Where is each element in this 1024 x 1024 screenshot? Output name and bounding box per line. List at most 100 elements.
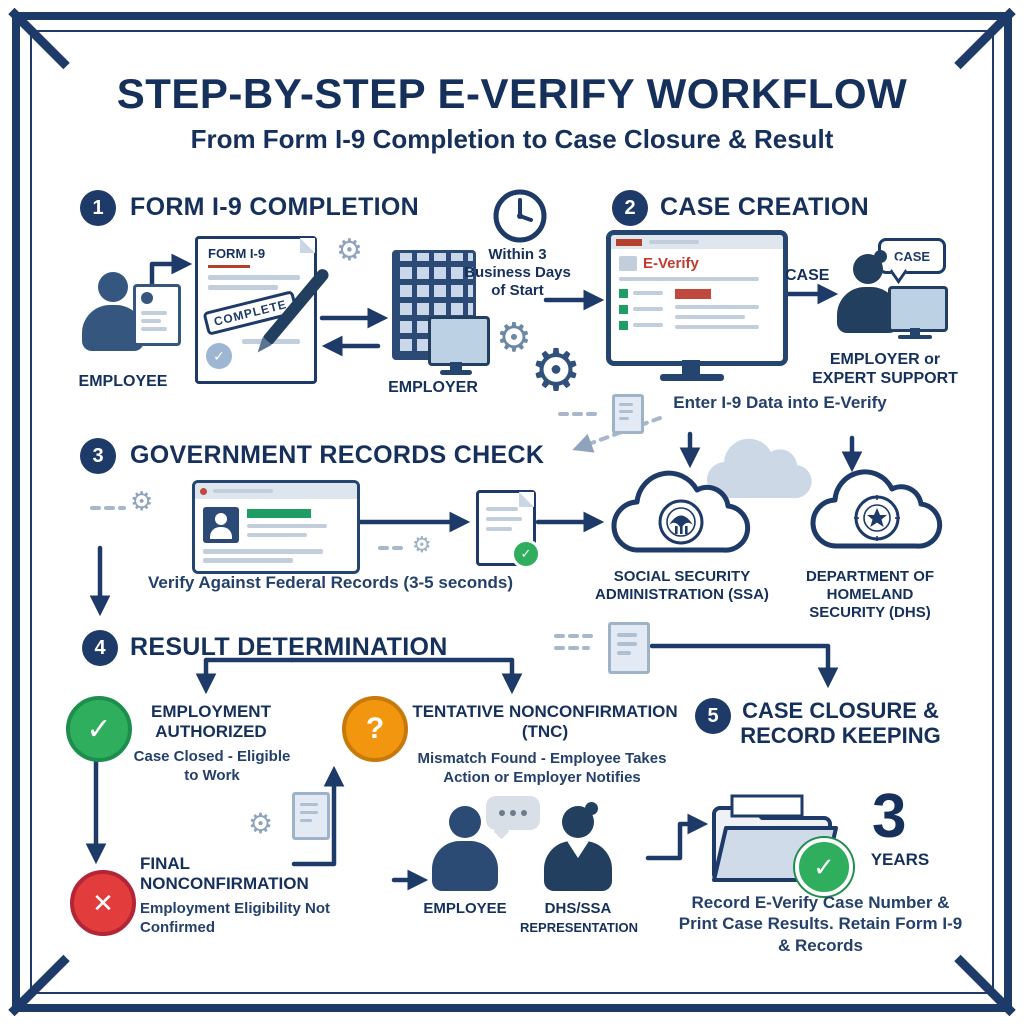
actor-label: EMPLOYER or EXPERT SUPPORT [812,351,958,388]
inner-frame [30,30,994,994]
dhs-ssa-rep-icon [542,802,614,891]
monitor-stand [910,328,920,335]
retention-years-label: YEARS [870,850,930,869]
question-icon: ? [365,712,385,745]
form-i9-document: FORM I-9 COMPLETE ✓ [195,236,317,384]
check-icon: ✓ [813,851,835,882]
tnc-employee-icon [430,806,500,891]
page-subtitle: From Form I-9 Completion to Case Closure… [190,124,834,154]
final-nc-title: FINAL NONCONFIRMATION [140,854,309,894]
authorized-desc: Case Closed - Eligible to Work [133,748,291,784]
check-icon: ✓ [86,712,112,746]
final-nc-desc: Employment Eligibility Not Confirmed [140,900,331,936]
ssa-label: SOCIAL SECURITY ADMINISTRATION (SSA) [595,568,769,603]
monitor-base [898,335,932,339]
id-card-icon [133,284,181,346]
person-head [98,272,128,302]
dot [521,810,527,816]
form-check-badge: ✓ [206,343,232,369]
dhs-cloud-icon [810,469,943,549]
checklist-square [619,289,628,298]
avatar-body [210,527,232,539]
person-head [562,802,598,838]
page-title: STEP-BY-STEP E-VERIFY WORKFLOW [116,70,908,117]
doc-check-badge: ✓ [511,539,541,569]
person-body [432,841,498,891]
step5-title: CASE CLOSURE & RECORD KEEPING [740,698,941,749]
step3-badge: 3 [80,438,116,474]
rep-label-line1: DHS/SSA [544,900,612,917]
everify-monitor: E-Verify [606,230,788,366]
gear-icon: ⚙ [412,532,432,557]
tnc-desc: Mismatch Found - Employee Takes Action o… [417,750,667,786]
check-icon: ✓ [520,546,532,561]
browser-toolbar [195,483,357,499]
page-fold [519,492,534,507]
gear-icon: ⚙ [248,808,274,839]
toolbar-dot [200,488,207,495]
final-nc-cross-circle: ✕ [70,870,136,936]
cross-icon: ✕ [92,887,114,918]
document-icon [292,792,330,840]
red-rule [208,265,250,268]
monitor-stand [682,360,700,374]
verified-document-icon: ✓ [476,490,541,569]
checklist-square [619,321,628,330]
step1-badge: 1 [80,190,116,226]
monitor-base [440,370,472,375]
hair-bun [874,250,887,263]
person-body [544,841,612,891]
employee-label: EMPLOYEE [78,373,168,390]
toolbar-accent [616,239,642,246]
ssa-cloud-icon [611,470,751,553]
step2-badge: 2 [612,190,648,226]
document-icon [612,394,644,434]
outer-frame [12,12,1012,1012]
step1-title: FORM I-9 COMPLETION [130,193,420,221]
step4-title: RESULT DETERMINATION [130,633,448,661]
records-browser-window [192,480,360,574]
retention-years-number: 3 [872,782,907,851]
support-computer-icon [888,286,948,332]
monitor-stand [450,362,462,370]
screen-toolbar [611,235,783,249]
case-speech-bubble: CASE [878,238,946,274]
step2-caption: Enter I-9 Data into E-Verify [673,393,887,412]
step5-badge: 5 [695,698,731,734]
everify-logo-box [619,256,637,271]
dot [510,810,516,816]
step5-caption: Record E-Verify Case Number & Print Case… [678,893,963,955]
avatar-head [215,513,227,525]
checklist-square [619,305,628,314]
check-icon: ✓ [213,347,225,364]
id-card-avatar [141,292,153,304]
dot [499,810,505,816]
page-fold [300,238,315,253]
employer-label: EMPLOYER [388,379,478,396]
step4-badge: 4 [82,630,118,666]
gear-icon: ⚙ [336,234,363,267]
gear-icon: ⚙ [496,316,532,360]
monitor-base [660,374,724,381]
collar [567,841,589,858]
everify-wordmark: E-Verify [643,255,699,272]
cloud-icon [706,438,812,499]
authorized-check-circle: ✓ [66,696,132,762]
authorized-title: EMPLOYMENT AUTHORIZED [151,702,271,742]
gear-icon: ⚙ [130,486,154,516]
person-head [449,806,481,838]
tnc-question-circle: ? [342,696,408,762]
case-flow-label: CASE [785,267,830,284]
hair-bun [585,802,598,815]
employer-computer-icon [428,316,490,366]
folder-check-badge: ✓ [795,838,853,896]
step3-caption: Verify Against Federal Records (3-5 seco… [148,573,513,592]
step3-title: GOVERNMENT RECORDS CHECK [130,441,545,469]
employee4-label: EMPLOYEE [423,900,507,917]
step2-title: CASE CREATION [660,193,870,221]
form-title: FORM I-9 [208,246,266,261]
timing-note: Within 3 Business Days of Start [464,246,571,299]
avatar-tile [203,507,239,543]
